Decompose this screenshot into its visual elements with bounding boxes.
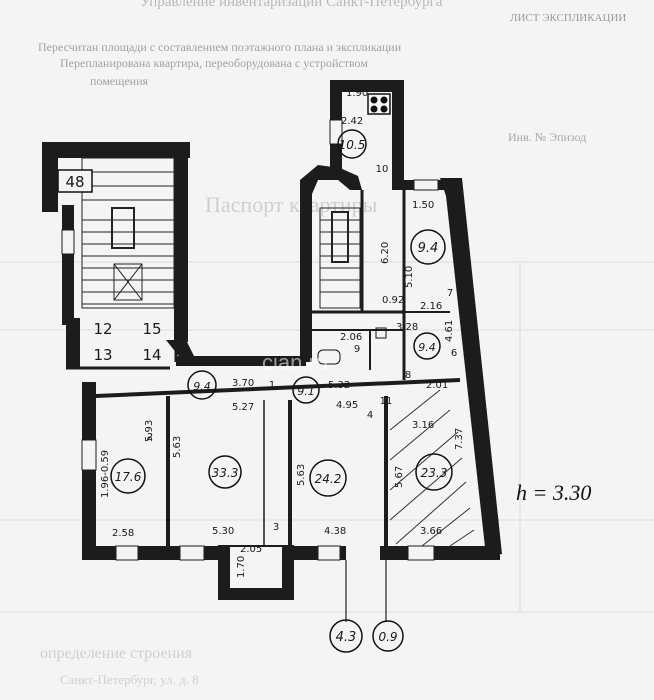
dim-6-20: 6.20 xyxy=(380,242,391,264)
dim-5-27: 5.27 xyxy=(232,402,254,413)
header-line-3: Пересчитан площади с составлением поэтаж… xyxy=(38,40,402,54)
bathtub-icon xyxy=(317,349,341,365)
room-number-4: 4 xyxy=(367,410,373,421)
room-number-5: 5 xyxy=(493,514,499,525)
circle-room-3 xyxy=(309,459,347,497)
ghost-footer: определение строения xyxy=(40,645,193,662)
circle-room-right-top xyxy=(410,229,446,265)
dim-4-61: 4.61 xyxy=(444,320,455,342)
room-number-2: 2 xyxy=(147,432,153,443)
ghost-footer-2: Санкт-Петербург, ул. д. 8 xyxy=(60,672,199,687)
circle-ext-2 xyxy=(372,620,404,652)
area-label-room-right-top: 9.4 xyxy=(418,241,439,256)
dim-2-58: 2.58 xyxy=(112,528,134,539)
room-number-12: 12 xyxy=(93,320,112,338)
circle-room-1 xyxy=(110,458,146,494)
dim-5-63-b: 5.63 xyxy=(296,464,307,486)
area-label-ext-1: 4.3 xyxy=(336,630,357,645)
interior-walls xyxy=(66,190,461,547)
area-label-kitchen: 10.5 xyxy=(339,138,366,152)
dim-2-42: 2.42 xyxy=(341,116,363,127)
dim-5-93: 5.93 xyxy=(144,420,155,442)
hatched-room xyxy=(389,389,475,547)
stairs-left xyxy=(81,157,175,309)
stove-icon xyxy=(367,93,391,115)
area-label-corridor-mid: 9.1 xyxy=(297,385,315,398)
dim-1-70: 1.70 xyxy=(236,556,247,578)
room-number-6: 6 xyxy=(451,348,457,359)
dim-3-16: 3.16 xyxy=(412,420,434,431)
dim-5-30: 5.30 xyxy=(212,526,234,537)
room-number-48: 48 xyxy=(65,173,84,191)
room-number-9: 9 xyxy=(354,344,360,355)
dim-2-05: 2.05 xyxy=(240,544,262,555)
dim-4-95: 4.95 xyxy=(336,400,358,411)
room-number-1: 1 xyxy=(269,380,275,391)
dim-5-32: 5.32 xyxy=(328,380,350,391)
dim-7-37: 7.37 xyxy=(454,428,465,450)
dim-1-90: 1.90 xyxy=(346,88,368,99)
area-label-room-2: 33.3 xyxy=(212,466,239,480)
room-number-8: 8 xyxy=(405,370,411,381)
area-label-room-1: 17.6 xyxy=(115,470,142,484)
dim-3-66: 3.66 xyxy=(420,526,442,537)
header-line-2: ЛИСТ ЭКСПЛИКАЦИИ xyxy=(510,12,627,24)
ceiling-height-note: h = 3.30 xyxy=(516,480,591,505)
area-label-room-3: 24.2 xyxy=(315,472,342,486)
area-label-corridor-left: 9.4 xyxy=(193,380,211,393)
circle-corridor-left xyxy=(187,370,217,400)
area-circles xyxy=(110,129,453,653)
dim-2-06: 2.06 xyxy=(340,332,362,343)
dim-5-67: 5.67 xyxy=(394,466,405,488)
room-number-3: 3 xyxy=(273,522,279,533)
area-label-room-right-mid: 9.4 xyxy=(418,341,436,354)
circle-corridor-mid xyxy=(292,376,320,404)
circle-room-right-mid xyxy=(413,332,441,360)
header-line-5: помещения xyxy=(90,74,149,88)
leader-lines xyxy=(345,560,387,622)
watermark: cian.ru xyxy=(262,350,328,375)
room-number-13: 13 xyxy=(93,346,112,364)
room-number-10: 10 xyxy=(376,164,389,175)
circle-room-4 xyxy=(415,453,453,491)
dim-1-96-0-59: 1.96-0.59 xyxy=(100,450,111,498)
circle-ext-1 xyxy=(329,619,363,653)
dim-2-16: 2.16 xyxy=(420,301,442,312)
dim-1-50: 1.50 xyxy=(412,200,434,211)
header-right-note: Инв. № Эпизод xyxy=(508,130,587,144)
room-number-15: 15 xyxy=(142,320,161,338)
dim-0-92: 0.92 xyxy=(382,295,404,306)
area-label-room-4: 23.3 xyxy=(421,466,448,480)
dim-3-70: 3.70 xyxy=(232,378,254,389)
room-number-14: 14 xyxy=(142,346,161,364)
dim-4-38: 4.38 xyxy=(324,526,346,537)
dim-5-10: 5.10 xyxy=(404,266,415,288)
area-label-ext-2: 0.9 xyxy=(378,630,397,644)
windows xyxy=(61,119,439,561)
header-line-1: Управление инвентаризации Санкт-Петербур… xyxy=(140,0,443,10)
dim-5-63-a: 5.63 xyxy=(172,436,183,458)
stairs-center xyxy=(319,207,361,309)
room-number-11: 11 xyxy=(380,396,393,407)
circle-room-2 xyxy=(208,455,242,489)
circle-kitchen xyxy=(337,129,367,159)
dim-3-28: 3.28 xyxy=(396,322,418,333)
room-number-7: 7 xyxy=(447,288,453,299)
header-line-4: Перепланирована квартира, переоборудован… xyxy=(60,56,368,70)
toilet-icon xyxy=(375,327,387,339)
dim-2-01: 2.01 xyxy=(426,380,448,391)
